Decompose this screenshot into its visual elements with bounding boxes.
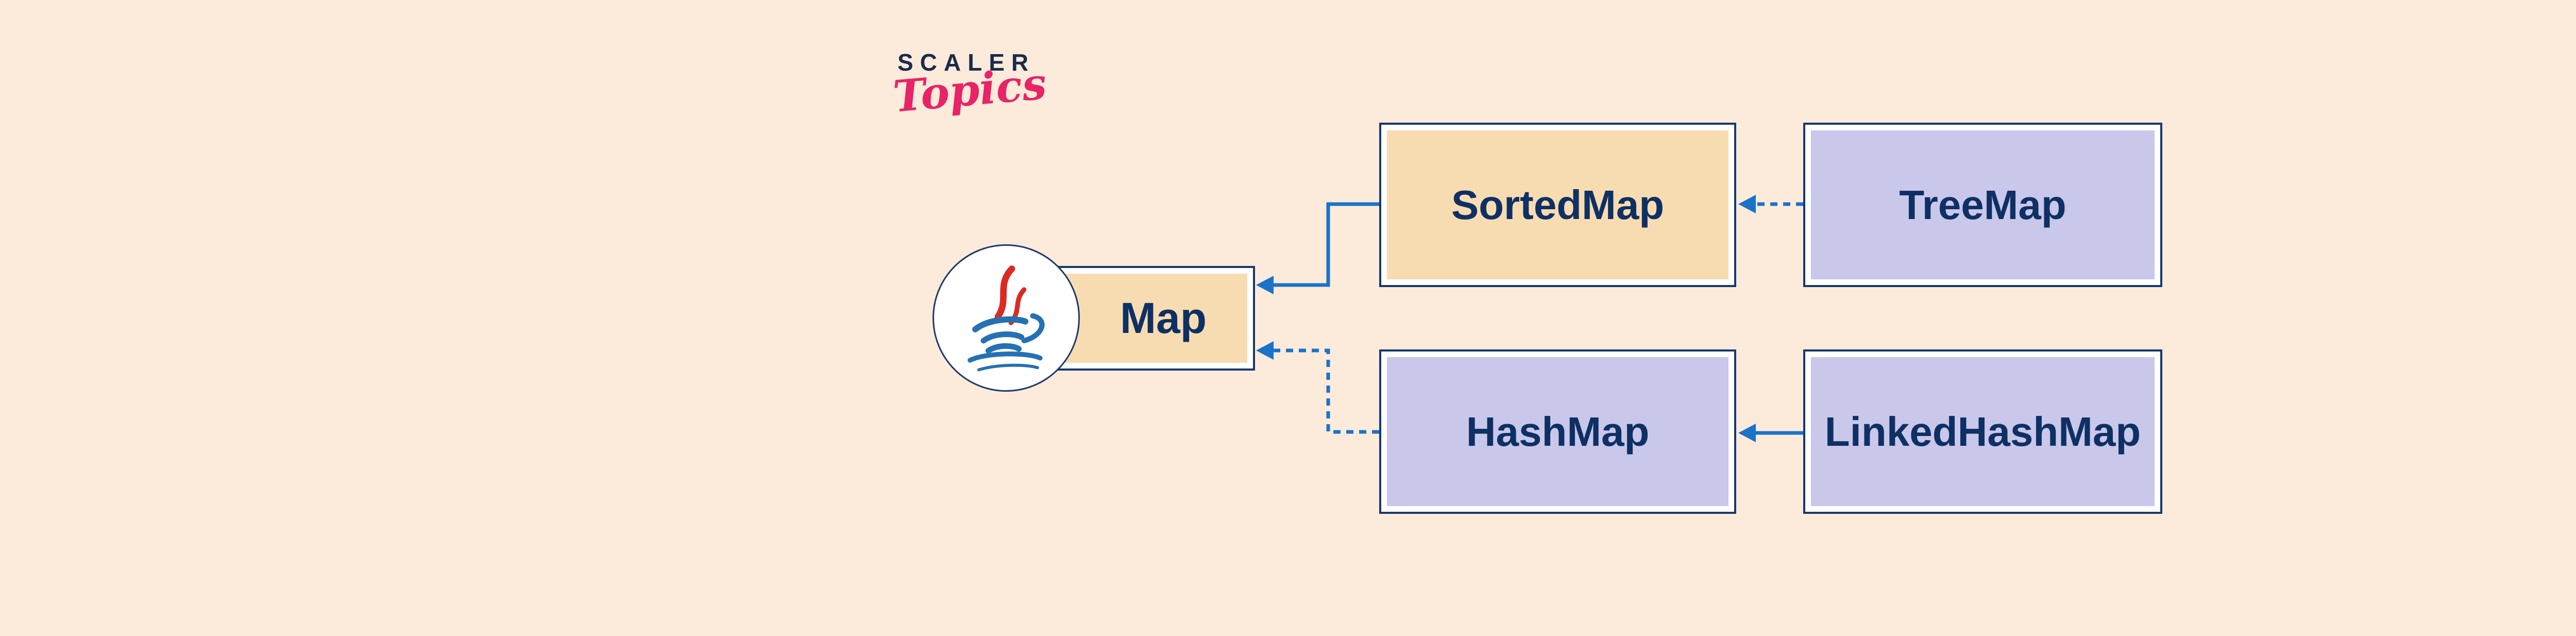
logo-brand-text: SCALER xyxy=(897,49,1036,76)
node-treemap: TreeMap xyxy=(1803,123,2162,287)
edge-treemap-to-sortedmap xyxy=(1738,195,1803,213)
arrowhead-into-map-bottom xyxy=(1256,341,1274,360)
edge-linkedhashmap-to-hashmap xyxy=(1738,424,1803,442)
node-sortedmap: SortedMap xyxy=(1379,123,1736,287)
edge-sortedmap-to-map xyxy=(1256,202,1379,294)
logo-script-text: Topics xyxy=(891,58,1049,122)
node-hashmap-label: HashMap xyxy=(1466,408,1650,455)
node-treemap-label: TreeMap xyxy=(1899,181,2066,228)
node-linkedhashmap-label: LinkedHashMap xyxy=(1824,408,2141,455)
arrowhead-into-sortedmap xyxy=(1738,195,1756,213)
java-coffee-cup-icon xyxy=(968,265,1045,372)
arrowhead-into-hashmap xyxy=(1738,424,1756,442)
node-map-label: Map xyxy=(1120,294,1207,342)
node-sortedmap-label: SortedMap xyxy=(1451,181,1665,228)
node-hashmap: HashMap xyxy=(1379,349,1736,514)
node-linkedhashmap: LinkedHashMap xyxy=(1803,349,2162,514)
arrowhead-into-map-top xyxy=(1256,276,1274,294)
scaler-topics-logo: SCALER Topics xyxy=(891,49,1048,122)
edge-hashmap-to-map xyxy=(1256,341,1379,434)
node-map: Map xyxy=(1054,266,1255,371)
java-logo xyxy=(933,244,1080,392)
